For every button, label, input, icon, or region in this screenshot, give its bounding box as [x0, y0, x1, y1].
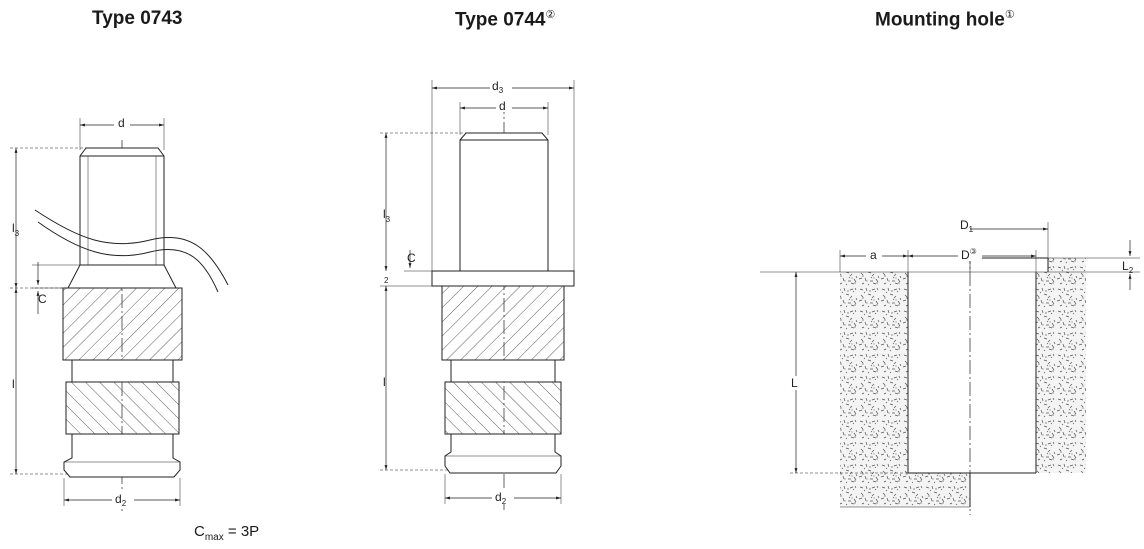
dim-l2-hole: L2	[1122, 259, 1134, 275]
labels-type-0744: d3 d l3 C 2 l d2	[383, 78, 514, 506]
dim-c-0744: C	[407, 251, 416, 265]
drawing-type-0743	[10, 118, 229, 512]
dim-d-hole: D③	[961, 247, 977, 262]
title-mounting-hole-note: ①	[1004, 9, 1015, 21]
title-type-0743: Type 0743	[92, 8, 182, 30]
drawing-mounting-hole	[760, 222, 1140, 515]
labels-type-0743: d l3 C l d2	[12, 116, 134, 508]
dim-l3-0744: l3	[383, 207, 391, 224]
title-type-0744-text: Type 0744	[455, 9, 546, 31]
formula-rest: = 3P	[223, 523, 260, 540]
dim-d-0744: d	[499, 99, 506, 113]
dim-l-0744: l	[383, 375, 386, 389]
title-mounting-hole: Mounting hole①	[875, 8, 1015, 31]
title-mounting-hole-text: Mounting hole	[875, 9, 1005, 31]
title-type-0743-text: Type 0743	[92, 8, 183, 29]
formula-c-max: Cmax = 3P	[194, 523, 259, 543]
dim-c-0743: C	[38, 292, 47, 306]
title-type-0744-note: ②	[545, 9, 556, 21]
dim-d3-0744: d3	[492, 79, 504, 95]
dim-l2-0744: 2	[384, 276, 389, 285]
drawing-type-0744	[380, 80, 575, 512]
dim-d1-hole: D1	[960, 218, 974, 234]
title-type-0744: Type 0744②	[455, 8, 555, 31]
dim-l3-0743: l3	[12, 221, 20, 238]
dim-d2-0743: d2	[115, 492, 127, 508]
dim-l-hole: L	[791, 376, 798, 390]
dim-d2-0744: d2	[495, 490, 507, 506]
formula-sub: max	[204, 532, 224, 543]
labels-mounting-hole: D1 a D③ L2 L	[790, 218, 1134, 390]
dim-a-hole: a	[870, 248, 877, 262]
dim-l-0743: l	[12, 377, 15, 391]
formula-c: C	[194, 523, 205, 540]
dim-d-0743: d	[118, 116, 125, 130]
